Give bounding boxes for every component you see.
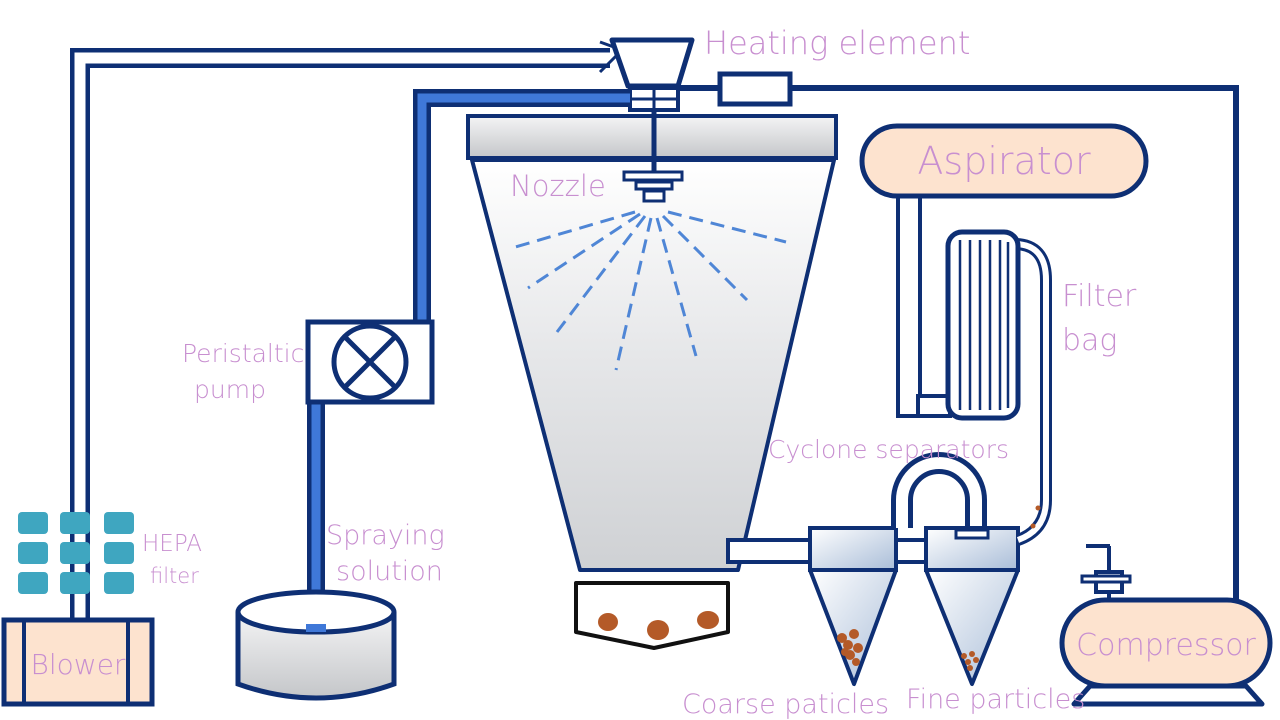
hepa-filter-label-line2: filter	[150, 564, 199, 588]
filter-bag-label-line1: Filter	[1062, 279, 1137, 314]
aspirator-duct	[896, 194, 952, 418]
collection-vessel	[574, 581, 730, 650]
hepa-filter-label-line1: HEPA	[142, 531, 202, 557]
heating-element-label: Heating element	[704, 24, 970, 62]
aspirator-label: Aspirator	[917, 139, 1091, 183]
cyclone-u-tube	[891, 452, 987, 536]
peristaltic-pump-label-line2: pump	[194, 375, 266, 404]
spraying-solution-label-line1: Spraying	[326, 520, 445, 551]
filter-bag-tube	[1013, 238, 1052, 546]
blower-label: Blower	[31, 648, 126, 681]
peristaltic-pump	[305, 319, 435, 405]
compressor-air-line	[680, 85, 1239, 600]
chamber-outlet-duct	[726, 538, 812, 564]
cyclone-fine	[924, 526, 1020, 686]
heating-element-box	[717, 71, 793, 107]
cyclone-connector	[894, 538, 928, 564]
blower	[1, 617, 155, 707]
cyclone-separators-label: Cyclone separators	[768, 435, 1009, 464]
nozzle	[622, 170, 684, 182]
spray-pattern	[511, 210, 787, 371]
drying-chamber	[466, 110, 838, 572]
cyclone-coarse	[808, 526, 898, 686]
nozzle-label: Nozzle	[510, 169, 606, 203]
peristaltic-pump-label-line1: Peristaltic	[182, 339, 304, 368]
coarse-particles-label: Coarse paticles	[682, 689, 889, 720]
spraying-solution-label-line2: solution	[336, 556, 443, 587]
hepa-filter-icon	[18, 512, 134, 594]
fine-particles-label: Fine particles	[906, 684, 1085, 715]
aspirator-body	[859, 123, 1149, 199]
compressor-label: Compressor	[1076, 628, 1256, 663]
heater-funnel	[609, 37, 695, 112]
compressor	[1059, 544, 1273, 707]
solution-container	[235, 589, 397, 701]
filter-bag	[945, 229, 1021, 421]
filter-bag-label-line2: bag	[1062, 323, 1117, 358]
